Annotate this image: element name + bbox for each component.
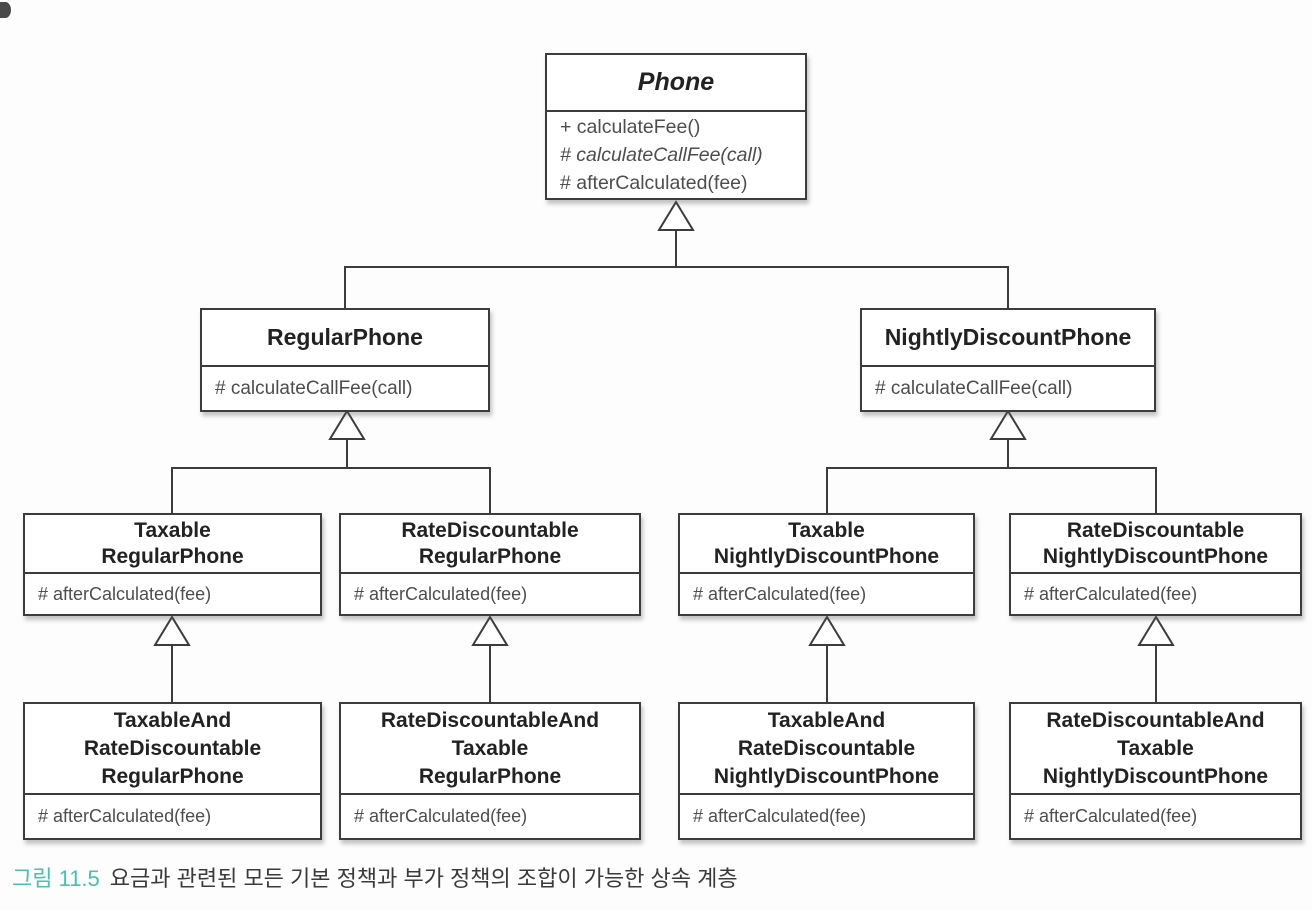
class-name-line: RateDiscountable	[1066, 518, 1245, 542]
generalization-arrow-to-regular-phone	[171, 409, 491, 513]
class-methods: # calculateCallFee(call)	[862, 367, 1154, 410]
class-box-taxable-and-rate-discountable-nightly-discount-phone: TaxableAnd RateDiscountable NightlyDisco…	[678, 702, 975, 840]
class-methods: # calculateCallFee(call)	[202, 367, 488, 410]
method: # afterCalculated(fee)	[38, 806, 212, 826]
class-box-taxable-regular-phone: Taxable RegularPhone # afterCalculated(f…	[23, 513, 322, 616]
generalization-arrow-to-rate-discountable-nightly-discount-phone	[1137, 615, 1175, 702]
class-name-line: RegularPhone	[418, 544, 562, 568]
class-name-line: RegularPhone	[418, 764, 562, 788]
class-name-line: Taxable	[788, 518, 865, 542]
class-name-line: Taxable	[451, 736, 529, 760]
hollow-triangle-icon	[989, 409, 1027, 440]
class-name: RegularPhone	[202, 310, 488, 367]
class-methods: + calculateFee() # calculateCallFee(call…	[547, 112, 805, 198]
class-name-line: RateDiscountableAnd	[380, 708, 600, 732]
hollow-triangle-icon	[153, 615, 191, 646]
hollow-triangle-icon	[328, 409, 366, 440]
class-methods: # afterCalculated(fee)	[25, 795, 320, 838]
class-name-line: NightlyDiscountPhone	[1042, 544, 1269, 568]
class-name: TaxableAnd RateDiscountable NightlyDisco…	[680, 704, 973, 795]
method: # calculateCallFee(call)	[215, 377, 413, 399]
class-box-rate-discountable-nightly-discount-phone: RateDiscountable NightlyDiscountPhone # …	[1009, 513, 1302, 616]
class-name-line: RateDiscountableAnd	[1046, 708, 1265, 732]
class-methods: # afterCalculated(fee)	[341, 574, 639, 614]
method: # calculateCallFee(call)	[560, 144, 763, 166]
class-name-line: RegularPhone	[101, 764, 244, 788]
figure-caption-text: 요금과 관련된 모든 기본 정책과 부가 정책의 조합이 가능한 상속 계층	[109, 866, 738, 891]
class-name-line: Taxable	[134, 518, 211, 542]
figure-number: 그림 11.5	[12, 866, 100, 891]
generalization-arrow-to-taxable-nightly-discount-phone	[808, 615, 846, 702]
method: # afterCalculated(fee)	[693, 583, 867, 604]
class-name: Taxable NightlyDiscountPhone	[680, 515, 973, 574]
class-name-line: RegularPhone	[101, 544, 244, 568]
class-name: Taxable RegularPhone	[25, 515, 320, 574]
class-methods: # afterCalculated(fee)	[1011, 795, 1300, 838]
class-box-regular-phone: RegularPhone # calculateCallFee(call)	[200, 308, 490, 412]
class-name: NightlyDiscountPhone	[862, 310, 1154, 367]
method: # afterCalculated(fee)	[38, 583, 212, 604]
method: # afterCalculated(fee)	[693, 806, 867, 826]
hollow-triangle-icon	[1137, 615, 1175, 646]
hollow-triangle-icon	[808, 615, 846, 646]
class-box-taxable-nightly-discount-phone: Taxable NightlyDiscountPhone # afterCalc…	[678, 513, 975, 616]
class-name-line: TaxableAnd	[113, 708, 232, 732]
class-box-rate-discountable-and-taxable-nightly-discount-phone: RateDiscountableAnd Taxable NightlyDisco…	[1009, 702, 1302, 840]
class-name-line: NightlyDiscountPhone	[884, 324, 1132, 350]
class-name: RateDiscountableAnd Taxable NightlyDisco…	[1011, 704, 1300, 795]
method: # afterCalculated(fee)	[560, 172, 748, 194]
class-name: Phone	[547, 55, 805, 112]
method: # afterCalculated(fee)	[354, 806, 528, 826]
generalization-arrow-to-nightly-discount-phone	[826, 409, 1157, 513]
class-name-line: NightlyDiscountPhone	[713, 764, 940, 788]
method: # afterCalculated(fee)	[1024, 806, 1198, 826]
hollow-triangle-icon	[471, 615, 509, 646]
class-name-line: RegularPhone	[267, 324, 423, 350]
generalization-arrow-to-phone	[344, 200, 1009, 308]
generalization-arrow-to-taxable-regular-phone	[153, 615, 191, 702]
class-box-nightly-discount-phone: NightlyDiscountPhone # calculateCallFee(…	[860, 308, 1156, 412]
class-name: RateDiscountable RegularPhone	[341, 515, 639, 574]
class-methods: # afterCalculated(fee)	[680, 574, 973, 614]
method: + calculateFee()	[560, 116, 701, 138]
generalization-arrow-to-rate-discountable-regular-phone	[471, 615, 509, 702]
class-name-line: TaxableAnd	[767, 708, 886, 732]
scan-artifact	[0, 2, 11, 18]
class-name-line: Taxable	[1117, 736, 1194, 760]
class-box-phone: Phone + calculateFee() # calculateCallFe…	[545, 53, 807, 200]
class-box-rate-discountable-regular-phone: RateDiscountable RegularPhone # afterCal…	[339, 513, 641, 616]
hollow-triangle-icon	[657, 200, 695, 231]
class-name-line: RateDiscountable	[83, 736, 262, 760]
class-methods: # afterCalculated(fee)	[341, 795, 639, 838]
class-name-line: NightlyDiscountPhone	[1042, 764, 1269, 788]
class-box-taxable-and-rate-discountable-regular-phone: TaxableAnd RateDiscountable RegularPhone…	[23, 702, 322, 840]
class-name-line: RateDiscountable	[737, 736, 916, 760]
class-name-line: Phone	[637, 68, 715, 96]
class-box-rate-discountable-and-taxable-regular-phone: RateDiscountableAnd Taxable RegularPhone…	[339, 702, 641, 840]
figure-caption: 그림 11.5 요금과 관련된 모든 기본 정책과 부가 정책의 조합이 가능한 …	[12, 861, 738, 893]
method: # calculateCallFee(call)	[875, 377, 1073, 399]
class-methods: # afterCalculated(fee)	[680, 795, 973, 838]
class-name: RateDiscountableAnd Taxable RegularPhone	[341, 704, 639, 795]
class-name: TaxableAnd RateDiscountable RegularPhone	[25, 704, 320, 795]
class-name-line: NightlyDiscountPhone	[713, 544, 940, 568]
method: # afterCalculated(fee)	[354, 583, 528, 604]
class-name: RateDiscountable NightlyDiscountPhone	[1011, 515, 1300, 574]
class-name-line: RateDiscountable	[401, 518, 579, 542]
class-methods: # afterCalculated(fee)	[1011, 574, 1300, 614]
class-methods: # afterCalculated(fee)	[25, 574, 320, 614]
method: # afterCalculated(fee)	[1024, 583, 1198, 604]
